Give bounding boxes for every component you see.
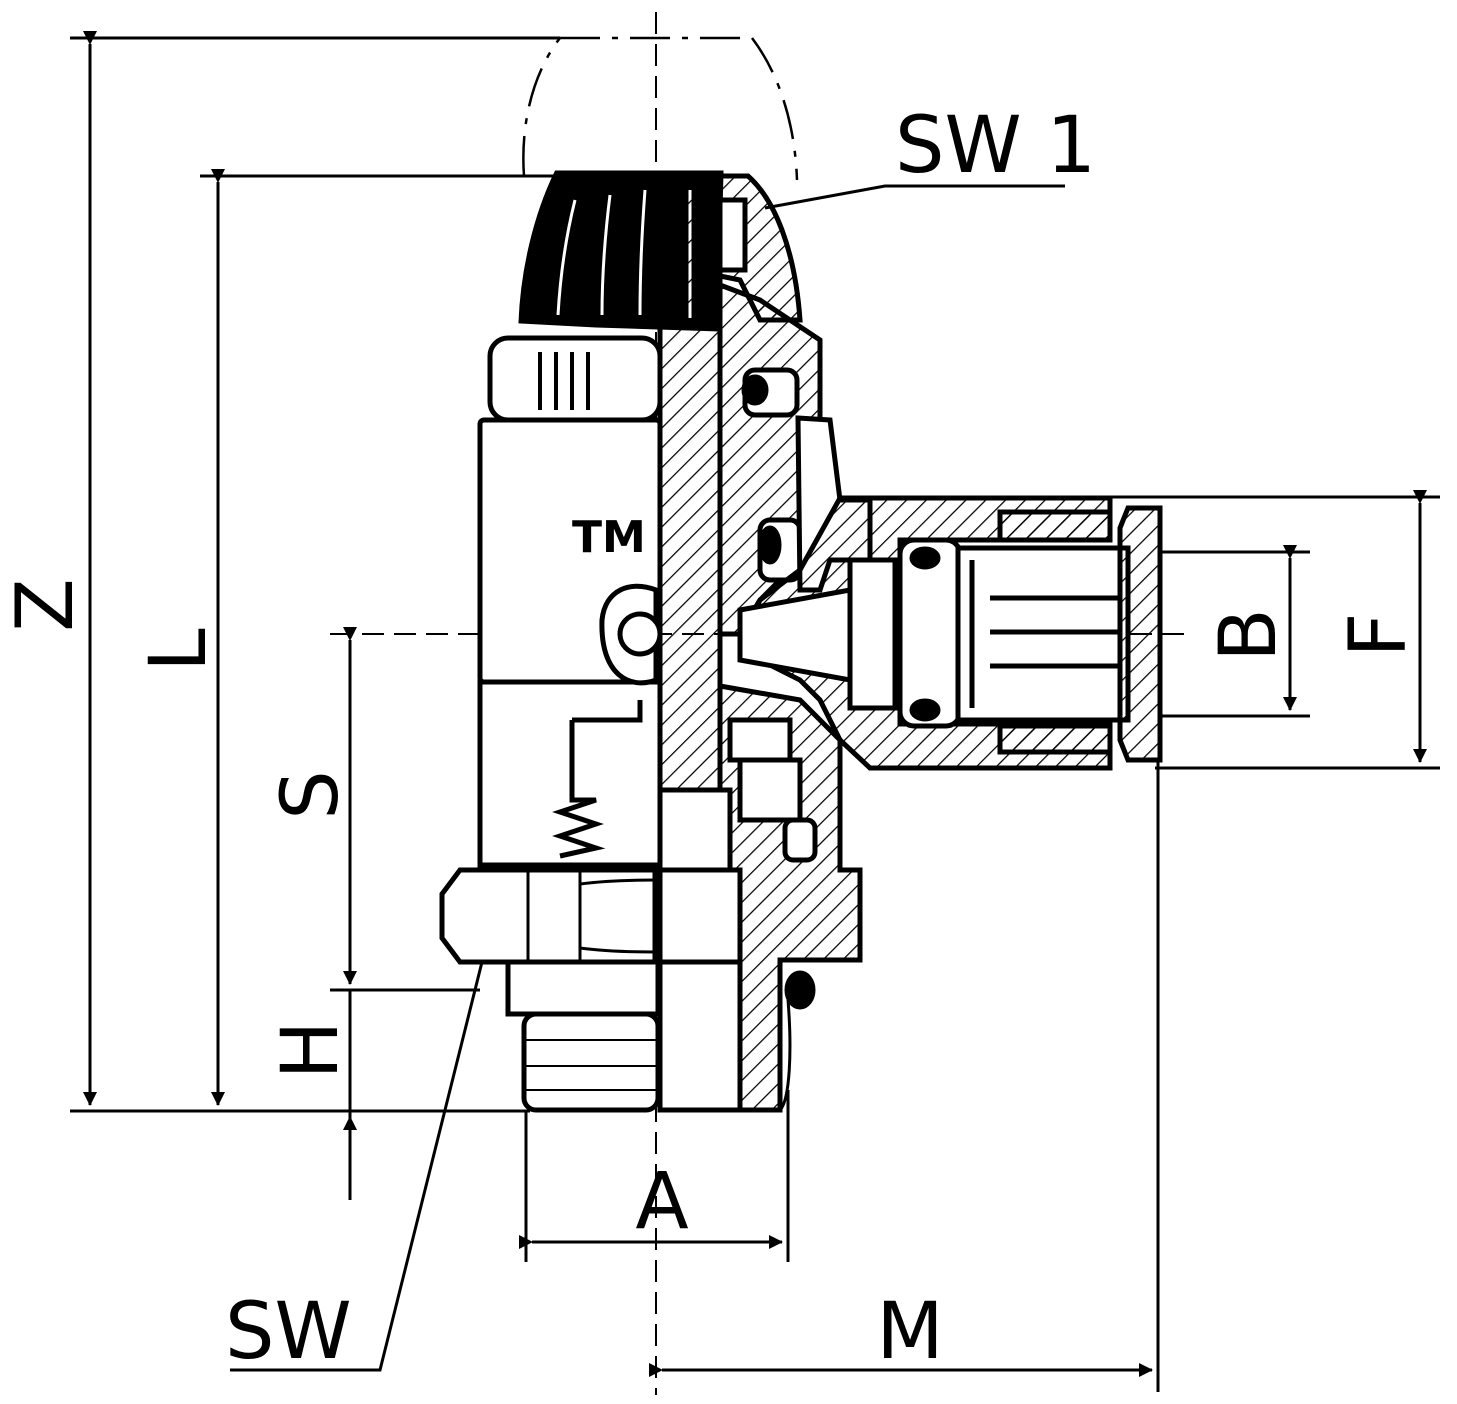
label-sw1: SW 1 [895, 101, 1096, 191]
tm-mark: TM [572, 512, 646, 563]
dimension-labels: Z L S H A M B F SW SW 1 [1, 101, 1424, 1377]
label-z: Z [1, 578, 91, 631]
label-m: M [876, 1287, 943, 1377]
valve-body-section [657, 173, 1163, 1113]
phantom-cap-outline [522, 36, 799, 181]
valve-body-left: TM [439, 170, 724, 1113]
dimension-lines [83, 31, 1427, 1377]
label-f: F [1334, 613, 1424, 658]
extension-lines [70, 36, 1440, 1392]
label-s: S [266, 770, 356, 820]
label-b: B [1204, 608, 1294, 662]
label-l: L [134, 628, 224, 672]
label-h: H [266, 1021, 356, 1080]
label-sw: SW [225, 1287, 352, 1377]
label-a: A [635, 1157, 688, 1247]
